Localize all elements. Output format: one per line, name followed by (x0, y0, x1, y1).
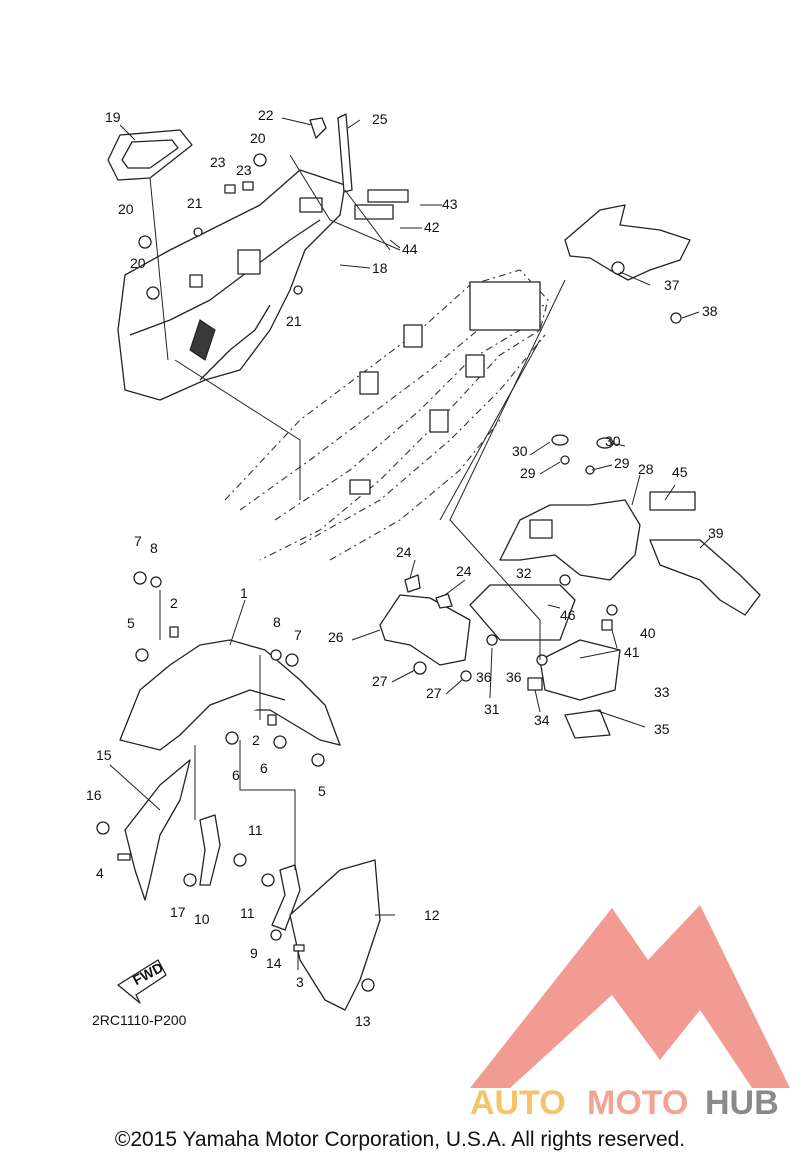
tail-cover-37 (564, 204, 691, 324)
callout-38: 38 (702, 303, 718, 319)
callout-41: 41 (624, 644, 640, 660)
callout-30a: 30 (512, 443, 528, 459)
callout-34: 34 (534, 712, 550, 728)
fwd-arrow: FWD (117, 959, 167, 1004)
callout-12: 12 (424, 907, 440, 923)
callout-6a: 6 (232, 767, 240, 783)
callout-31: 31 (484, 701, 500, 717)
watermark-word-hub: HUB (705, 1084, 779, 1122)
callout-23b: 23 (236, 162, 252, 178)
bracket-10 (199, 814, 247, 886)
callout-44: 44 (402, 241, 418, 257)
drawing-code: 2RC1110-P200 (92, 1012, 187, 1028)
callout-11a: 11 (248, 822, 263, 838)
callout-15: 15 (96, 747, 112, 763)
callout-14: 14 (266, 955, 282, 971)
callout-7b: 7 (294, 627, 302, 643)
callout-19: 19 (105, 109, 121, 125)
callout-5b: 5 (318, 783, 326, 799)
callout-8a: 8 (150, 540, 158, 556)
callout-24a: 24 (396, 544, 412, 560)
callout-leaders (281, 117, 700, 713)
callout-35: 35 (654, 721, 670, 737)
callout-21b: 21 (286, 313, 302, 329)
watermark-logo (470, 905, 790, 1088)
callout-21a: 21 (187, 195, 203, 211)
callout-2a: 2 (170, 595, 178, 611)
callout-7a: 7 (134, 533, 142, 549)
callout-36a: 36 (476, 669, 492, 685)
callout-20b: 20 (118, 201, 134, 217)
callout-30b: 30 (605, 433, 621, 449)
callout-8b: 8 (273, 614, 281, 630)
callout-17: 17 (170, 904, 186, 920)
callout-5a: 5 (127, 615, 135, 631)
watermark-word-auto: AUTO (470, 1084, 566, 1122)
callout-29b: 29 (614, 455, 630, 471)
callout-16: 16 (86, 787, 102, 803)
callout-28: 28 (638, 461, 654, 477)
callout-10: 10 (194, 911, 210, 927)
callout-13: 13 (355, 1013, 371, 1029)
callout-18: 18 (372, 260, 388, 276)
rear-frame-phantom (224, 269, 549, 561)
front-fender-cover-12 (289, 859, 381, 1011)
callout-20a: 20 (250, 130, 266, 146)
callout-33: 33 (654, 684, 670, 700)
callout-27a: 27 (372, 673, 388, 689)
callout-40: 40 (640, 625, 656, 641)
callout-43: 43 (442, 196, 458, 212)
callout-25: 25 (372, 111, 388, 127)
callout-27b: 27 (426, 685, 442, 701)
callout-42: 42 (424, 219, 440, 235)
callout-2b: 2 (252, 732, 260, 748)
fasteners-top (138, 113, 409, 300)
callout-6b: 6 (260, 760, 268, 776)
callout-37: 37 (664, 277, 680, 293)
front-fender (119, 571, 341, 767)
callout-11b: 11 (240, 905, 255, 921)
callout-4: 4 (96, 865, 104, 881)
callout-22: 22 (258, 107, 274, 123)
copyright-notice: ©2015 Yamaha Motor Corporation, U.S.A. A… (114, 1128, 686, 1151)
callout-24b: 24 (456, 563, 472, 579)
callout-20c: 20 (130, 255, 146, 271)
callout-46: 46 (560, 607, 576, 623)
callout-45: 45 (672, 464, 688, 480)
callout-labels: 1 2 2 3 4 5 5 6 6 7 7 8 8 9 10 11 11 12 … (86, 107, 724, 1029)
watermark-text: AUTO MOTO HUB (470, 1084, 779, 1122)
side-cover-15 (96, 759, 197, 901)
callout-3: 3 (296, 974, 304, 990)
rear-fender-tray (117, 169, 346, 401)
callout-9: 9 (250, 945, 258, 961)
seal-19 (107, 129, 193, 181)
callout-23a: 23 (210, 154, 226, 170)
bracket-26 (379, 574, 472, 682)
callout-1: 1 (240, 585, 248, 601)
callout-29a: 29 (520, 465, 536, 481)
callout-26: 26 (328, 629, 344, 645)
leader-lines (109, 124, 711, 970)
watermark-word-moto: MOTO (587, 1084, 688, 1122)
callout-36b: 36 (506, 669, 522, 685)
callout-39: 39 (708, 525, 724, 541)
rear-fender-assembly (469, 434, 761, 739)
callout-32: 32 (516, 565, 532, 581)
